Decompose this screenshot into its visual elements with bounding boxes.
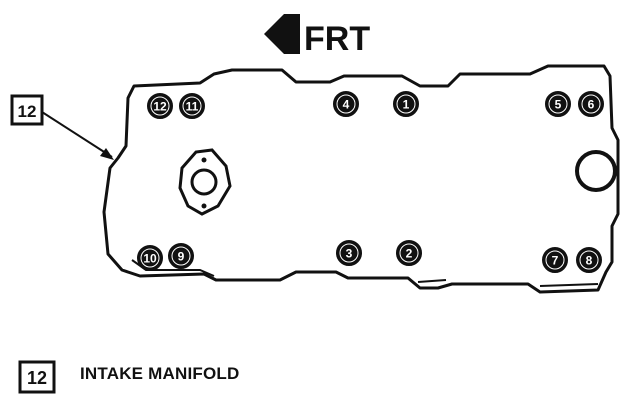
bolt-number: 12 — [153, 100, 167, 114]
bolt-washer — [171, 246, 191, 266]
bolt-washer — [548, 94, 568, 114]
bolt-washer — [336, 94, 356, 114]
bolt-head — [542, 247, 568, 273]
bolt-washer — [150, 96, 170, 116]
bolt-number: 2 — [406, 247, 413, 261]
bolt-number: 6 — [588, 98, 595, 112]
bolt-number: 3 — [346, 247, 353, 261]
bolt-head — [396, 240, 422, 266]
bolt-number: 1 — [403, 98, 410, 112]
bolt-washer — [182, 96, 202, 116]
bolt-head — [545, 91, 571, 117]
bolt-8: 8 — [576, 247, 602, 273]
bolt-washer — [579, 250, 599, 270]
bolt-7: 7 — [542, 247, 568, 273]
flange — [178, 148, 232, 216]
bolt-3: 3 — [336, 240, 362, 266]
bolt-2: 2 — [396, 240, 422, 266]
bolt-head — [333, 91, 359, 117]
bolt-washer — [399, 243, 419, 263]
bolt-number: 10 — [143, 252, 157, 266]
bolt-washer — [545, 250, 565, 270]
flange-bolt-hole-bottom — [201, 203, 207, 209]
bolt-5: 5 — [545, 91, 571, 117]
manifold-outline — [102, 64, 620, 294]
right-port — [575, 150, 617, 192]
bolt-head — [137, 245, 163, 271]
callout-leader — [41, 111, 113, 158]
bolt-9: 9 — [168, 243, 194, 269]
bolt-washer — [581, 94, 601, 114]
bolt-head — [393, 91, 419, 117]
callout-box — [10, 94, 44, 126]
bolt-head — [336, 240, 362, 266]
bolt-number: 11 — [186, 100, 199, 114]
direction-label: FRT — [304, 20, 370, 58]
legend-box — [18, 360, 56, 394]
flange-hole — [190, 168, 218, 196]
bolt-6: 6 — [578, 91, 604, 117]
bolt-head — [576, 247, 602, 273]
callout-number: 12 — [18, 102, 37, 121]
legend-label: INTAKE MANIFOLD — [80, 364, 240, 383]
bolt-10: 10 — [137, 245, 163, 271]
bolt-11: 11 — [179, 93, 205, 119]
bolt-1: 1 — [393, 91, 419, 117]
manifold-inner-edge — [131, 259, 599, 287]
bolt-number: 5 — [555, 98, 562, 112]
front-arrow-icon — [264, 14, 300, 54]
bolt-head — [578, 91, 604, 117]
bolt-head — [179, 93, 205, 119]
bolt-4: 4 — [333, 91, 359, 117]
legend-number: 12 — [27, 368, 47, 388]
bolt-number: 9 — [178, 250, 185, 264]
flange-bolt-hole-top — [201, 157, 207, 163]
bolt-head — [147, 93, 173, 119]
bolt-number: 4 — [343, 98, 350, 112]
bolt-head — [168, 243, 194, 269]
bolt-number: 7 — [552, 254, 559, 268]
bolt-washer — [339, 243, 359, 263]
bolt-12: 12 — [147, 93, 173, 119]
bolt-number: 8 — [586, 254, 593, 268]
callout-arrowhead — [100, 148, 114, 160]
bolt-washer — [140, 248, 160, 268]
bolt-washer — [396, 94, 416, 114]
